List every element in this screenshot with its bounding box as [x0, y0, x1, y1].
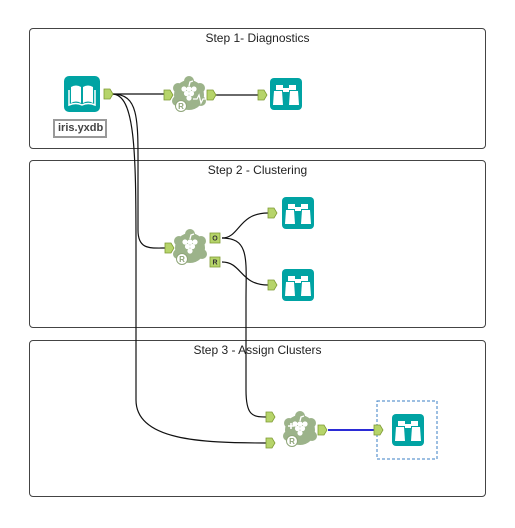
anchor-label: O	[212, 236, 218, 243]
connection-input-to-append[interactable]	[111, 93, 267, 444]
anchor-in[interactable]	[267, 279, 278, 291]
browse-tool[interactable]	[282, 197, 314, 229]
anchor-label: R	[212, 260, 217, 267]
anchor-in[interactable]	[164, 242, 175, 254]
connection-r-to-browse[interactable]	[221, 261, 269, 286]
append-cluster-tool[interactable]	[282, 410, 318, 448]
grape-cluster-plus-icon	[282, 410, 318, 448]
binoculars-icon	[270, 78, 302, 110]
connection-o-to-append[interactable]	[221, 237, 267, 418]
connection-input-to-kcentroids[interactable]	[111, 93, 167, 249]
k-centroids-tool[interactable]	[172, 228, 208, 266]
browse-tool[interactable]	[282, 269, 314, 301]
binoculars-icon	[282, 269, 314, 301]
anchor-in[interactable]	[257, 89, 268, 101]
connections	[111, 93, 269, 444]
anchor-in[interactable]	[267, 207, 278, 219]
diagnostics-tool[interactable]	[171, 75, 207, 113]
input-file-label: iris.yxdb	[53, 119, 107, 138]
book-icon	[68, 85, 96, 107]
container-title: Step 3 - Assign Clusters	[193, 343, 322, 357]
anchor-in[interactable]	[373, 424, 384, 436]
input-data-tool[interactable]	[64, 76, 100, 112]
anchor-out[interactable]	[206, 89, 217, 101]
browse-tool[interactable]	[270, 78, 302, 110]
connection-o-to-browse[interactable]	[221, 212, 269, 239]
output-anchor-o[interactable]: O	[209, 232, 221, 244]
anchor-out[interactable]	[317, 424, 328, 436]
container-title: Step 2 - Clustering	[207, 163, 308, 177]
binoculars-icon	[392, 414, 424, 446]
browse-tool[interactable]	[392, 414, 424, 446]
output-anchor-r[interactable]: R	[209, 256, 221, 268]
anchor-in[interactable]	[265, 437, 276, 449]
binoculars-icon	[282, 197, 314, 229]
container-title: Step 1- Diagnostics	[205, 31, 310, 45]
input-output-anchor[interactable]	[103, 88, 114, 100]
grape-cluster-pulse-icon	[171, 75, 207, 113]
anchor-in[interactable]	[163, 89, 174, 101]
anchor-in[interactable]	[265, 411, 276, 423]
grape-cluster-icon	[172, 228, 208, 266]
container-step-2[interactable]: Step 2 - Clustering	[29, 160, 486, 328]
